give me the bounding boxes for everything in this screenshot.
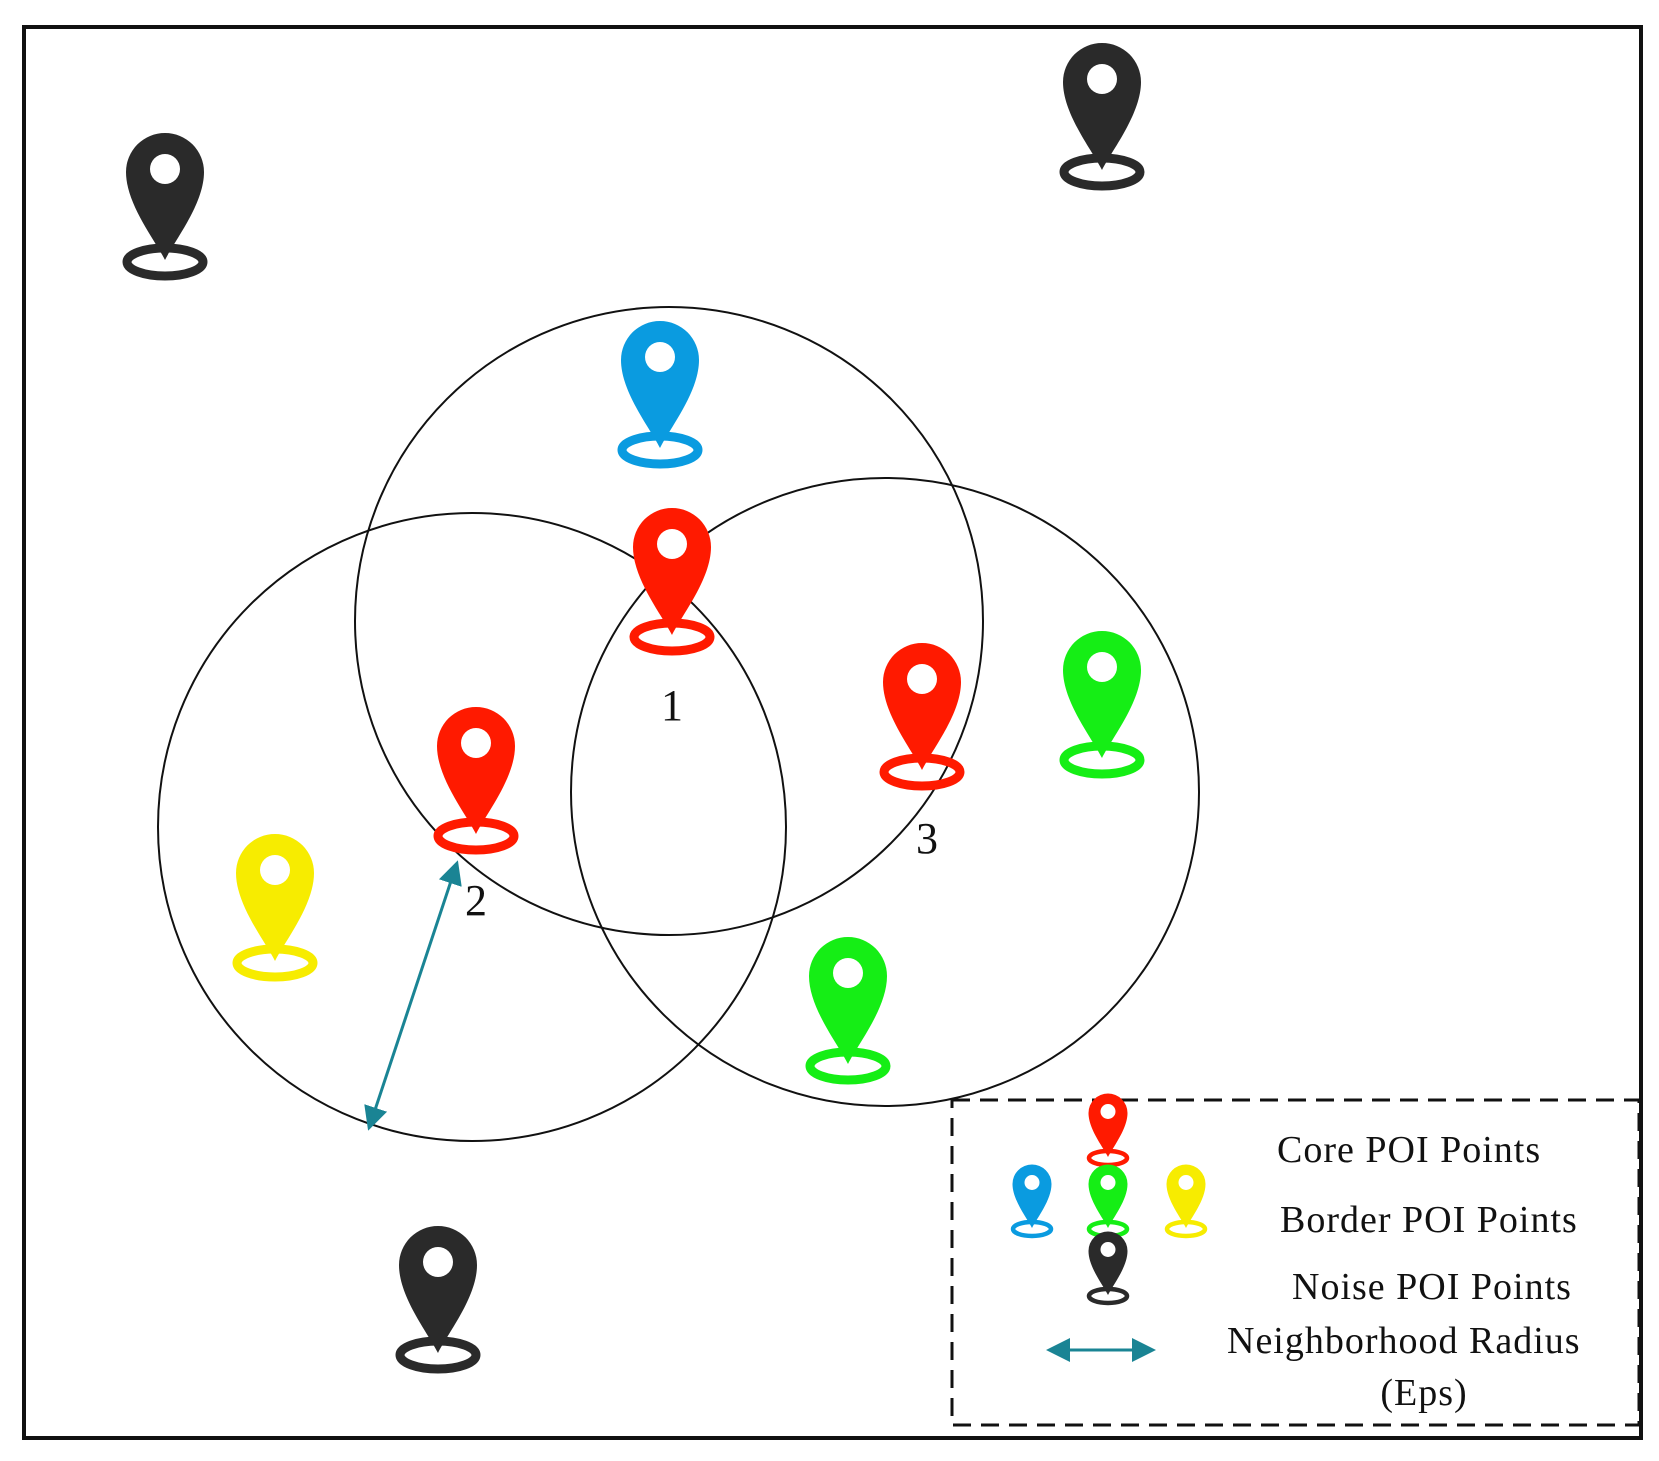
core-point-2 xyxy=(437,707,515,850)
legend-border-yellow-pin-icon xyxy=(1167,1165,1206,1237)
legend-noise-label: Noise POI Points xyxy=(1292,1266,1572,1308)
legend-border-green-pin-icon xyxy=(1089,1165,1128,1237)
legend-core-pin-icon xyxy=(1089,1094,1128,1166)
legend-border-label: Border POI Points xyxy=(1280,1199,1578,1241)
legend-radius-sublabel: (Eps) xyxy=(1380,1372,1467,1414)
core-point-3-label: 3 xyxy=(916,814,938,863)
neighborhood-circle-2 xyxy=(157,512,787,1142)
legend-radius-label: Neighborhood Radius xyxy=(1227,1320,1581,1362)
border-point-green-bottom xyxy=(809,937,887,1080)
legend-core-label: Core POI Points xyxy=(1277,1129,1541,1171)
core-point-2-label: 2 xyxy=(465,876,487,925)
border-point-blue xyxy=(621,321,699,464)
border-point-yellow xyxy=(236,834,314,977)
border-point-green-right xyxy=(1063,631,1141,774)
core-point-1 xyxy=(633,508,711,651)
neighborhood-circle-3 xyxy=(570,477,1200,1107)
outer-frame xyxy=(22,25,1643,1440)
legend: Core POI Points Border POI Points Noise … xyxy=(950,1094,1641,1427)
radius-arrow xyxy=(364,860,462,1131)
core-point-3 xyxy=(883,643,961,786)
neighborhood-circle-1 xyxy=(354,306,984,936)
noise-point-top-right xyxy=(1063,43,1141,186)
legend-noise-pin-icon xyxy=(1089,1232,1128,1304)
legend-box xyxy=(950,1098,1641,1427)
noise-point-top-left xyxy=(126,133,204,276)
legend-border-blue-pin-icon xyxy=(1013,1165,1052,1237)
noise-point-bottom xyxy=(399,1226,477,1369)
core-point-1-label: 1 xyxy=(661,681,683,730)
